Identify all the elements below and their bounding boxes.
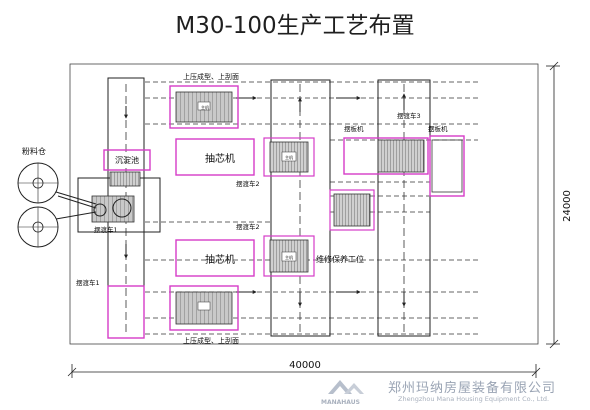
transfer-cart-1-box (107, 285, 145, 339)
label-mold-1: 主机 (201, 104, 209, 110)
dimension-width: 40000 (289, 360, 321, 371)
workshop-boundary (69, 63, 539, 345)
settling-tank-area (77, 149, 161, 233)
silo-top (17, 162, 59, 204)
label-cart-3: 摆渡车3 (397, 111, 421, 120)
label-mold-2: 主机 (285, 154, 293, 160)
label-cart-1-top: 摆渡车1 (94, 225, 118, 234)
label-settling-tank: 沉淀池 (115, 155, 139, 165)
transfer-cart-middle (329, 189, 375, 231)
label-maintenance: 维修保养工位 (316, 254, 364, 264)
height-dimension-line (546, 61, 560, 349)
core-puller-bottom-box (175, 239, 255, 277)
dimension-height: 24000 (562, 190, 573, 222)
mold-station-bottom (263, 235, 315, 277)
press-machine-bottom (169, 285, 239, 331)
label-cart-2-bottom: 摆渡车2 (236, 222, 260, 231)
label-board-machine-right: 摆板机 (428, 124, 448, 133)
svg-text:MANAHAUS: MANAHAUS (321, 399, 360, 406)
width-dimension-line (67, 364, 541, 378)
company-logo: MANAHAUS (321, 380, 364, 406)
label-material-bin: 粉料仓 (22, 146, 46, 156)
silo-bottom (17, 206, 59, 248)
label-cart-1-bottom: 摆渡车1 (76, 278, 100, 287)
track-column-right (377, 79, 431, 337)
label-press-top: 上压成型、上刮面 (183, 72, 239, 81)
label-mold-3: 主机 (285, 254, 293, 260)
press-machine-top (169, 85, 239, 129)
label-board-machine-left: 摆板机 (344, 124, 364, 133)
transfer-cart-3-station (343, 137, 429, 175)
company-name: 郑州玛纳房屋装备有限公司 (388, 381, 557, 396)
label-press-bottom: 上压成型、上刮面 (183, 336, 239, 345)
board-machine-right (429, 135, 465, 197)
mold-station-top (263, 137, 315, 177)
label-cart-2-top: 摆渡车2 (236, 179, 260, 188)
page-title: M30-100生产工艺布置 (175, 13, 415, 39)
company-name-en: Zhengzhou Mana Housing Equipment Co., Lt… (398, 395, 550, 403)
label-core-puller-top: 抽芯机 (205, 152, 235, 165)
core-puller-top-box (175, 138, 255, 176)
label-core-puller-bottom: 抽芯机 (205, 253, 235, 266)
silo-conveyors (55, 191, 97, 220)
company-watermark: MANAHAUS 郑州玛纳房屋装备有限公司 Zhengzhou Mana Hou… (318, 376, 588, 408)
